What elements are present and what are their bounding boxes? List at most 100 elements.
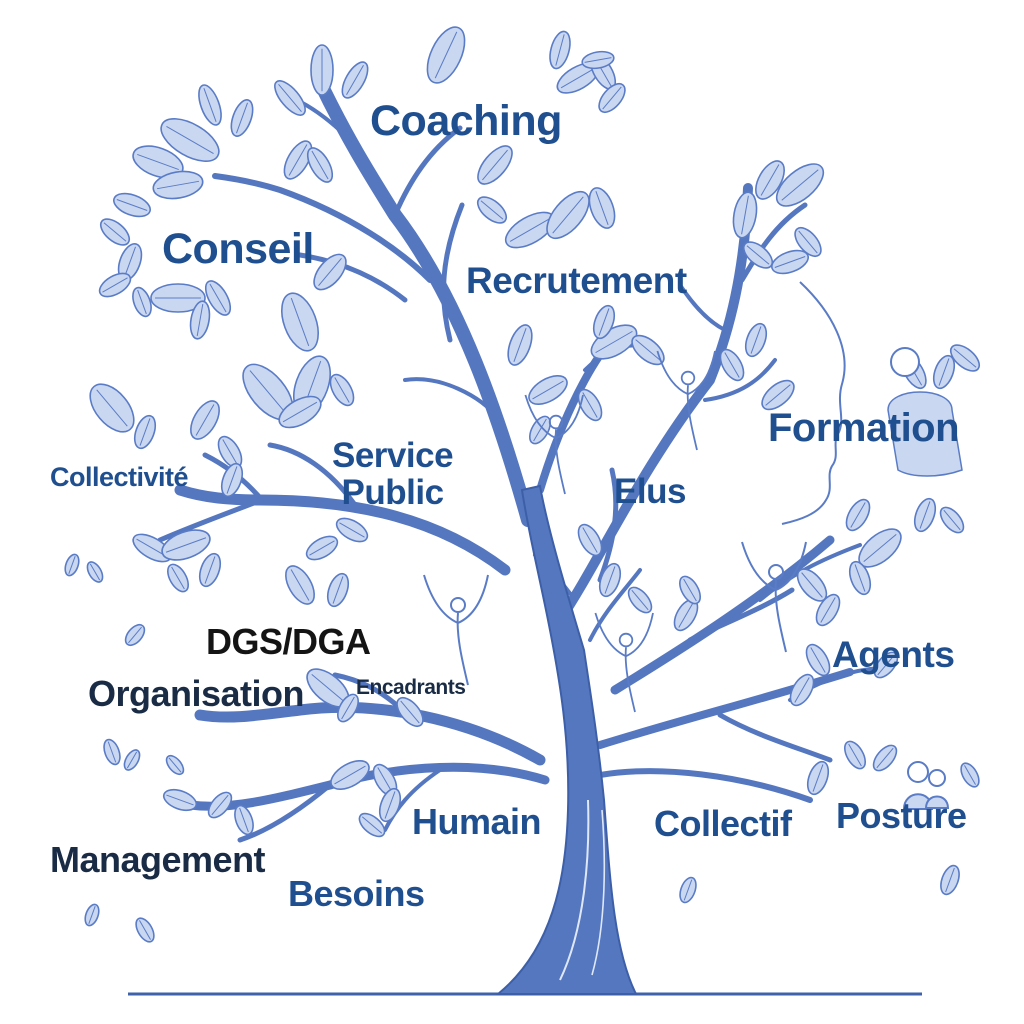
leaf-icon — [358, 812, 386, 838]
leaf-icon — [378, 787, 402, 823]
leaf-icon — [843, 740, 867, 770]
tree-branch — [441, 202, 465, 343]
leaf-icon — [775, 163, 825, 207]
leaf-icon — [103, 738, 121, 766]
leaf-icon — [577, 388, 603, 422]
leaf-icon — [426, 26, 466, 84]
leaf-icon — [805, 643, 831, 677]
leaf-icon — [313, 253, 347, 291]
leaf-icon — [796, 568, 828, 602]
label-organisation: Organisation — [88, 673, 305, 714]
label-service: Service — [332, 436, 454, 475]
label-humain: Humain — [412, 801, 542, 842]
label-collectivite: Collectivité — [50, 462, 189, 492]
leaf-icon — [326, 572, 350, 608]
person-figure-icon — [524, 394, 584, 495]
face-profile-outline — [781, 281, 846, 525]
leaf-icon — [113, 192, 151, 218]
person-figure-icon — [741, 541, 807, 653]
trunk-highlight — [559, 799, 590, 981]
tree-branch — [597, 467, 619, 583]
tree-branch — [687, 587, 795, 643]
label-public: Public — [341, 472, 445, 512]
leaf-icon — [476, 196, 508, 224]
leaf-icon — [396, 696, 424, 728]
tree-branch — [392, 125, 463, 218]
tree-branch — [157, 497, 265, 543]
leaf-icon — [330, 760, 370, 790]
leaf-icon — [336, 693, 360, 723]
person-figure-icon — [423, 574, 489, 686]
tree-trunk — [495, 484, 638, 995]
tree-branch — [555, 183, 753, 625]
leaf-icon — [305, 535, 339, 561]
tree-branch — [383, 768, 442, 832]
tree-branch — [588, 568, 642, 642]
tree-branch — [678, 283, 727, 332]
leaf-icon — [940, 864, 960, 896]
leaf-icon — [794, 226, 822, 258]
leaf-icon — [160, 118, 220, 162]
leaf-icon — [577, 523, 603, 557]
leaf-icon — [64, 553, 80, 577]
leaf-icon — [631, 334, 665, 366]
leaf-icon — [98, 272, 132, 298]
label-dgs-dga: DGS/DGA — [206, 621, 371, 662]
leaf-icon — [165, 754, 185, 776]
leaf-icon — [133, 414, 157, 450]
tree-branch — [297, 252, 408, 303]
leaf-icon — [230, 99, 254, 137]
label-collectif: Collectif — [654, 803, 792, 844]
label-formation: Formation — [768, 406, 960, 450]
leaf-icon — [280, 292, 320, 352]
leaf-icon — [189, 300, 211, 340]
tree-branch — [703, 358, 777, 402]
person-figure-icon — [656, 350, 716, 451]
leaf-icon — [198, 84, 222, 126]
leaf-icon — [477, 145, 513, 185]
leaf-icon — [719, 348, 745, 382]
leaf-icon — [845, 498, 871, 532]
leaf-icon — [132, 286, 152, 318]
leaf-icon — [546, 190, 590, 240]
tree-branch — [597, 768, 813, 803]
leaf-icon — [234, 804, 254, 836]
leaf-icon — [166, 563, 190, 593]
label-conseil: Conseil — [162, 225, 314, 273]
leaf-icon — [274, 80, 306, 116]
label-coaching: Coaching — [370, 97, 562, 145]
person-figures — [423, 347, 963, 810]
leaf-icon — [598, 562, 622, 598]
leaf-icon — [872, 744, 898, 772]
leaf-icon — [588, 187, 616, 229]
person-figure-icon — [924, 769, 950, 809]
leaf-icon — [152, 170, 204, 200]
tree-branch — [174, 484, 511, 576]
person-figure-icon — [594, 612, 654, 713]
label-service-public: Service Public — [332, 436, 454, 512]
tree-branch — [332, 672, 403, 711]
tree-branch — [717, 712, 833, 763]
leaf-icon — [341, 61, 369, 99]
leaf-icon — [84, 903, 100, 927]
leaf-icon — [939, 506, 965, 534]
leaf-icon — [329, 373, 355, 407]
leaf-icon — [162, 788, 198, 812]
label-recrutement: Recrutement — [466, 260, 687, 301]
leaf-icon — [744, 322, 768, 358]
tree-branch — [194, 701, 546, 766]
leaf-icon — [124, 623, 146, 647]
leaf-icon — [204, 280, 232, 316]
leaf-icon — [932, 354, 956, 390]
leaf-icon — [789, 673, 815, 707]
leaf-icon — [598, 82, 626, 114]
leaf-icon — [679, 876, 697, 904]
leaf-icon — [278, 395, 322, 429]
leaf-icon — [913, 497, 937, 533]
leaf-icon — [150, 283, 206, 313]
leaf-icon — [283, 140, 313, 180]
label-elus: Elus — [614, 472, 686, 511]
person-figure-icon — [887, 391, 963, 477]
